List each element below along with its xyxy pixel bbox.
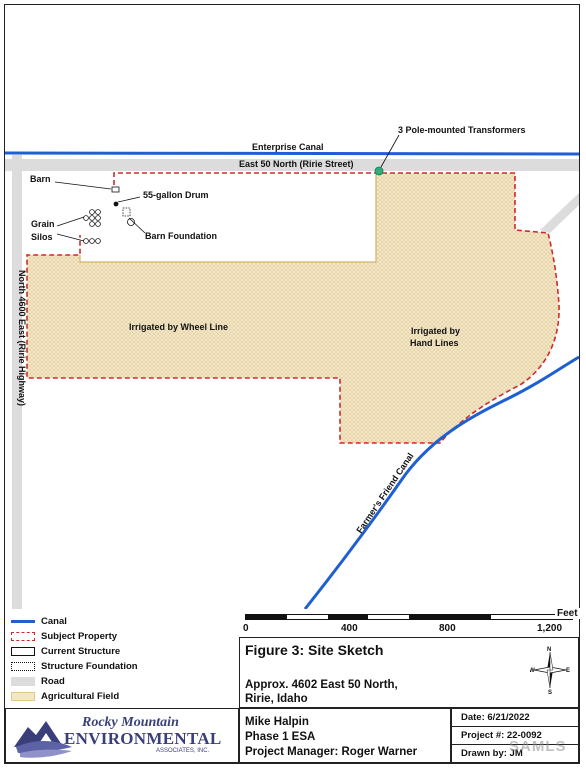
scale-bar: Feet 0 400 800 1,200 [243, 608, 580, 637]
transformers-label: 3 Pole-mounted Transformers [398, 125, 526, 135]
scale-tick-800: 800 [439, 623, 456, 634]
legend: Canal Subject Property Current Structure… [5, 612, 239, 704]
grain-label: Grain [31, 219, 55, 229]
road-north-4600-east [12, 155, 22, 609]
canal-symbol [11, 619, 35, 623]
leader-lines [54, 134, 400, 242]
legend-item-current-structure: Current Structure [11, 644, 120, 658]
legend-item-subject-property: Subject Property [11, 629, 117, 643]
scale-unit-label: Feet [555, 608, 580, 619]
legend-item-agricultural-field: Agricultural Field [11, 689, 119, 703]
hand-lines-label-1: Irrigated by [411, 326, 460, 336]
subject-property-boundary [26, 172, 560, 444]
figure-title: Figure 3: Site Sketch [245, 642, 384, 658]
north-arrow-compass-icon: N S W E [530, 647, 570, 694]
silos-label: Silos [31, 232, 53, 242]
road-east-branch [540, 193, 579, 233]
scale-bar-track [245, 614, 573, 620]
enterprise-canal-line [5, 151, 579, 156]
road-east-50-north [5, 159, 579, 171]
legend-label: Canal [41, 615, 67, 627]
company-name-line-1: Rocky Mountain [82, 715, 179, 730]
site-sketch-figure: Enterprise Canal East 50 North (Ririe St… [4, 4, 580, 764]
project-type: Phase 1 ESA [245, 731, 316, 743]
legend-and-title-block: Canal Subject Property Current Structure… [5, 608, 580, 763]
date-text: Date: 6/21/2022 [461, 712, 530, 723]
agricultural-field-symbol [11, 691, 35, 701]
address-line-1: Approx. 4602 East 50 North, [245, 679, 398, 691]
legend-label: Structure Foundation [41, 660, 138, 672]
title-box: Figure 3: Site Sketch Approx. 4602 East … [239, 637, 579, 708]
foundation-circle [127, 218, 135, 226]
address-line-2: Ririe, Idaho [245, 693, 308, 705]
structure-foundation-symbol [11, 661, 35, 671]
legend-label: Subject Property [41, 630, 118, 642]
drum-label: 55-gallon Drum [143, 190, 209, 200]
drawn-by-text: Drawn by: JM [461, 748, 523, 759]
barn-label: Barn [30, 174, 51, 184]
site-map: Enterprise Canal East 50 North (Ririe St… [5, 125, 579, 609]
farmers-friend-canal-line [303, 355, 579, 609]
date-cell: Date: 6/21/2022 [451, 708, 579, 727]
client-name: Mike Halpin [245, 716, 309, 728]
current-structure-symbol [11, 646, 35, 656]
wheel-line-label: Irrigated by Wheel Line [129, 322, 228, 332]
legend-item-structure-foundation: Structure Foundation [11, 659, 138, 673]
company-name-line-2: ENVIRONMENTAL [64, 729, 222, 748]
scale-tick-1200: 1,200 [537, 623, 563, 634]
project-manager: Project Manager: Roger Warner [245, 746, 418, 758]
barn-foundation [122, 207, 131, 217]
mls-watermark: SAMLS [509, 738, 567, 755]
farmers-friend-canal-label: Farmer's Friend Canal [354, 451, 415, 535]
mountain-logo-icon [14, 721, 72, 758]
compass-n: N [547, 647, 551, 653]
transformer-marker [374, 166, 384, 176]
project-number-text: Project #: 22-0092 [461, 730, 542, 741]
drawn-by-cell: Drawn by: JM [451, 744, 579, 763]
drum-marker [113, 201, 119, 207]
barn-structure [111, 186, 120, 193]
compass-w: W [530, 668, 535, 674]
legend-label: Current Structure [41, 645, 121, 657]
scale-tick-0: 0 [243, 623, 249, 634]
company-name-line-3: ASSOCIATES, INC. [156, 748, 210, 754]
project-info-box: Mike Halpin Phase 1 ESA Project Manager:… [239, 708, 451, 763]
barn-foundation-label: Barn Foundation [145, 231, 217, 241]
field-inner-edge [79, 173, 377, 263]
road-symbol [11, 676, 35, 686]
company-logo-box: Rocky Mountain ENVIRONMENTAL ASSOCIATES,… [5, 708, 239, 763]
north-4600-east-label: North 4600 East (Ririe Highway) [17, 270, 27, 406]
legend-label: Agricultural Field [41, 690, 120, 702]
hand-lines-label-2: Hand Lines [410, 338, 459, 348]
legend-item-canal: Canal [11, 614, 67, 628]
agricultural-field [27, 173, 560, 443]
east-50-north-label: East 50 North (Ririe Street) [239, 159, 354, 169]
legend-label: Road [41, 675, 65, 687]
legend-item-road: Road [11, 674, 65, 688]
scale-tick-400: 400 [341, 623, 358, 634]
compass-s: S [548, 690, 552, 694]
enterprise-canal-label: Enterprise Canal [252, 142, 324, 152]
subject-property-symbol [11, 631, 35, 641]
compass-e: E [566, 668, 570, 674]
grain-silos [83, 209, 101, 244]
